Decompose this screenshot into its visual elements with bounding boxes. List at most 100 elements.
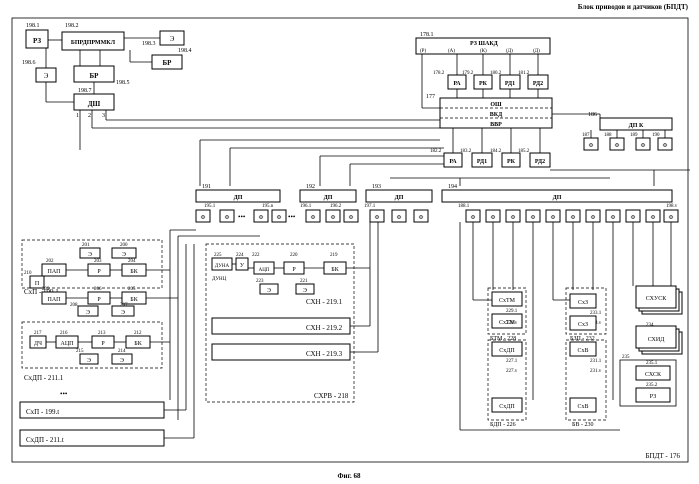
sensor-phi-row: 195.1 Ф Ф ••• 195.n Ф Ф ••• 196.1 Ф Ф 19…: [196, 204, 678, 222]
svg-text:Э: Э: [121, 310, 125, 316]
pin-d2: (Д): [533, 49, 540, 54]
svg-text:РД2: РД2: [533, 81, 543, 87]
svg-text:Ф: Ф: [551, 215, 556, 221]
svg-text:РД1: РД1: [477, 159, 487, 165]
vertical-dots: •••: [60, 390, 68, 398]
sxsk-label: СХСК: [645, 372, 662, 378]
bdp-blocks: СхДП 227.1 227.v СхДП: [492, 342, 522, 412]
br-right-label: БР: [163, 59, 173, 67]
label-198-7: 198.7: [78, 88, 92, 94]
svg-text:Ф: Ф: [631, 215, 636, 221]
svg-text:225: 225: [214, 253, 222, 258]
vvr-label: ВВР: [490, 122, 502, 128]
sxn1-blocks: 225 ДУНА ДУНЦ 224 У 222 АЦП 220 Р 219 БК…: [212, 253, 346, 294]
bzp-label: БЗП - 232: [570, 336, 595, 342]
svg-text:•••: •••: [238, 213, 246, 221]
svg-text:233.1: 233.1: [590, 311, 602, 316]
label-198-6: 198.6: [22, 60, 36, 66]
svg-text:Ф: Ф: [311, 215, 316, 221]
pin-d1: (Д): [506, 49, 513, 54]
osh-label: ОШ: [490, 102, 502, 108]
svg-text:184.2: 184.2: [490, 149, 502, 154]
svg-text:РА: РА: [449, 159, 457, 165]
dpk-phi-row: 187 Ф 188 Ф 189 Ф 190 Ф: [582, 133, 672, 150]
svg-text:Ф: Ф: [669, 215, 674, 221]
svg-text:РД1: РД1: [505, 81, 515, 87]
svg-text:Ф: Ф: [615, 143, 620, 149]
sxdp1-blocks: 217 ДЧ 216 АЦП 213 Р 212 БК 215 Э 214 Э: [30, 331, 150, 364]
svg-text:Ф: Ф: [277, 215, 282, 221]
svg-text:СХИД: СХИД: [648, 337, 665, 343]
pin-1: 1: [76, 113, 79, 119]
svg-text:197.1: 197.1: [364, 204, 376, 209]
sxn1-label: СХН - 219.1: [306, 298, 343, 306]
dpk-label: ДП К: [629, 123, 644, 129]
figure-caption: Фиг. 68: [338, 472, 361, 480]
sxn3-label: СХН - 219.3: [306, 350, 343, 358]
svg-text:188: 188: [604, 133, 612, 138]
pin-k: (К): [480, 49, 487, 54]
svg-text:231.v: 231.v: [590, 369, 602, 374]
svg-text:БК: БК: [134, 341, 142, 347]
bv-label: БВ - 230: [572, 422, 593, 428]
svg-text:Э: Э: [120, 358, 124, 364]
svg-text:БК: БК: [130, 297, 138, 303]
top-actuators: РА 178.2 РК 179.2 РД1 180.2 РД2 181.2: [433, 71, 548, 89]
svg-text:Ф: Ф: [375, 215, 380, 221]
svg-text:188.1: 188.1: [458, 204, 470, 209]
svg-text:ДП: ДП: [324, 195, 333, 201]
svg-text:205: 205: [128, 287, 136, 292]
svg-text:Ф: Ф: [641, 143, 646, 149]
svg-text:ДП: ДП: [553, 195, 562, 201]
svg-text:РК: РК: [507, 159, 516, 165]
svg-text:194: 194: [448, 184, 457, 190]
label-198-4: 198.4: [178, 48, 192, 54]
bzp-blocks: СхЗ 233.1 233.v СхЗ: [570, 294, 602, 330]
svg-text:СхВ: СхВ: [577, 348, 588, 354]
svg-text:196.1: 196.1: [300, 204, 312, 209]
svg-text:180.2: 180.2: [490, 71, 502, 76]
e-top-label: Э: [170, 35, 175, 43]
svg-text:Ф: Ф: [591, 215, 596, 221]
sxusk-stack: СХУСК 234 СХИД: [636, 286, 682, 354]
e-left-label: Э: [44, 72, 49, 80]
svg-text:СхДП: СхДП: [499, 348, 515, 354]
svg-text:229.v: 229.v: [506, 321, 518, 326]
svg-text:АЦП: АЦП: [61, 341, 75, 347]
svg-text:227.v: 227.v: [506, 369, 518, 374]
dshch-label: ДШ: [88, 100, 101, 108]
svg-text:195.n: 195.n: [262, 204, 274, 209]
svg-text:220: 220: [290, 253, 298, 258]
svg-text:Ф: Ф: [349, 215, 354, 221]
svg-text:201: 201: [82, 243, 90, 248]
sxpt-label: СхП - 199.t: [26, 408, 59, 416]
svg-text:202: 202: [46, 259, 54, 264]
svg-text:•••: •••: [288, 213, 296, 221]
svg-text:198.v: 198.v: [666, 204, 678, 209]
svg-text:210: 210: [24, 271, 32, 276]
svg-text:179.2: 179.2: [462, 71, 474, 76]
svg-text:209: 209: [42, 287, 50, 292]
svg-text:Ф: Ф: [651, 215, 656, 221]
br-left-label: БР: [90, 72, 100, 80]
svg-text:Ф: Ф: [511, 215, 516, 221]
sxdpt-label: СхДП - 211.t: [26, 436, 64, 444]
svg-text:Ф: Ф: [397, 215, 402, 221]
svg-text:Э: Э: [122, 252, 126, 258]
svg-text:231.1: 231.1: [590, 359, 602, 364]
svg-text:ДУНЦ: ДУНЦ: [212, 277, 227, 282]
svg-text:СхЗ: СхЗ: [578, 322, 588, 328]
svg-text:РА: РА: [453, 81, 461, 87]
svg-text:Э: Э: [88, 252, 92, 258]
svg-text:190: 190: [652, 133, 660, 138]
label-198-3: 198.3: [142, 41, 156, 47]
label-198-1: 198.1: [26, 23, 40, 29]
svg-text:АЦП: АЦП: [259, 268, 270, 273]
svg-text:227.1: 227.1: [506, 359, 518, 364]
svg-text:216: 216: [60, 331, 68, 336]
svg-text:185.2: 185.2: [518, 149, 530, 154]
svg-text:217: 217: [34, 331, 42, 336]
svg-text:219: 219: [330, 253, 338, 258]
svg-text:193: 193: [372, 184, 381, 190]
svg-text:178.2: 178.2: [433, 71, 445, 76]
